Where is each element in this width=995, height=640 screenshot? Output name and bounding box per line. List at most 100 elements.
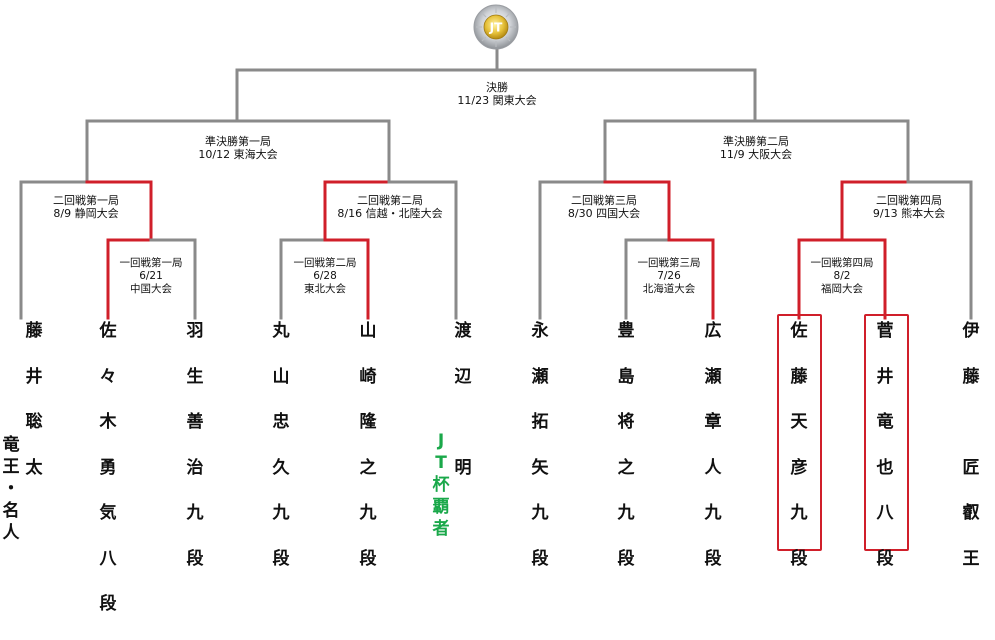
player-name-char: 矢: [531, 457, 549, 478]
player-name-char: 永: [531, 321, 549, 341]
r1-1-round: 一回戦第一局: [119, 257, 183, 269]
semi2-bracket-line: [603, 119, 910, 184]
player-name-char: 也: [876, 457, 894, 478]
r1-2-venue: 東北大会: [304, 283, 346, 295]
r2-4-round: 二回戦第四局: [875, 194, 942, 207]
highlight-box-sugai: [864, 314, 909, 551]
r2-1-label: 二回戦第一局 8/9 静岡大会: [53, 194, 119, 220]
player-name-char: 気: [99, 503, 117, 523]
player-name-char: 藤: [962, 366, 980, 387]
player-title: 竜王・名人: [3, 434, 20, 544]
player-name-char: 九: [617, 503, 635, 523]
title-char: 王: [2, 457, 20, 477]
r2-1-round: 二回戦第一局: [53, 194, 119, 207]
semi1-round: 準決勝第一局: [204, 135, 271, 148]
player-name-char: 段: [876, 548, 894, 569]
player-name-char: 九: [359, 503, 377, 523]
player-name-char: 山: [359, 321, 377, 341]
semi1-label: 準決勝第一局 10/12 東海大会: [198, 135, 278, 161]
title-char: T: [435, 453, 447, 473]
player-name-char: 木: [99, 412, 117, 432]
player-name-char: 段: [99, 594, 117, 614]
player-name-char: 段: [531, 548, 549, 569]
player-name-char: 久: [272, 457, 290, 478]
r2-4-right-line: [906, 180, 973, 320]
player-name-char: 之: [359, 457, 377, 478]
title-char: 杯: [432, 475, 450, 495]
title-char: 覇: [432, 497, 450, 517]
r1-1-left-line: [106, 238, 153, 320]
player-name-char: 善: [186, 412, 204, 432]
player-name-char: 匠: [962, 457, 980, 478]
r1-4-date: 8/2: [833, 270, 851, 282]
r2-1-right-line: [85, 180, 153, 242]
r2-4-label: 二回戦第四局 9/13 熊本大会: [872, 194, 946, 220]
player-name-char: 人: [704, 457, 722, 478]
r2-1-left-line: [19, 180, 89, 320]
player-name-char: 段: [359, 548, 377, 569]
r1-3-label: 一回戦第三局 7/26 北海道大会: [637, 257, 701, 296]
player-9: 広瀬章人九段: [698, 321, 728, 594]
r2-2-left-line: [323, 180, 391, 242]
player-name-char: 拓: [531, 412, 549, 432]
logo-text: JT: [489, 21, 503, 35]
r2-3-label: 二回戦第三局 8/30 四国大会: [567, 194, 641, 220]
player-name-char: 崎: [359, 366, 377, 387]
player-name-char: [448, 412, 478, 458]
r1-3-round: 一回戦第三局: [637, 257, 701, 269]
player-name-char: 佐: [99, 321, 117, 341]
title-char: ・: [2, 479, 20, 499]
r2-4-date: 9/13 熊本大会: [872, 207, 946, 220]
r2-2-date: 8/16 信越・北陸大会: [337, 207, 443, 220]
r1-3-date: 7/26: [657, 270, 681, 282]
player-name-char: 段: [272, 548, 290, 569]
title-char: 人: [2, 523, 20, 543]
player-6: 渡辺明: [448, 321, 478, 503]
player-name-char: 瀬: [704, 366, 722, 387]
r1-1-date: 6/21: [139, 270, 163, 282]
r2-2-round: 二回戦第二局: [356, 194, 423, 207]
r2-2-right-line: [387, 180, 458, 320]
player-name-char: 段: [704, 548, 722, 569]
player-name-char: 生: [186, 366, 204, 387]
r1-2-round: 一回戦第二局: [293, 257, 357, 269]
r2-3-left-line: [538, 180, 607, 320]
player-name-char: 王: [962, 548, 980, 569]
r2-1-date: 8/9 静岡大会: [53, 207, 119, 220]
player-name-char: 島: [617, 366, 635, 387]
player-name-char: 九: [704, 503, 722, 523]
r2-2-label: 二回戦第二局 8/16 信越・北陸大会: [337, 194, 443, 220]
player-name-char: 豊: [617, 321, 635, 341]
player-name-char: 八: [99, 548, 117, 569]
player-name-char: 九: [531, 503, 549, 523]
player-name-char: [956, 412, 986, 458]
player-name-char: 藤: [790, 366, 808, 387]
bracket-lines: [19, 46, 973, 320]
player-name-char: 広: [704, 321, 722, 341]
r1-4-right-line: [840, 238, 887, 320]
player-10: 佐藤天彦九段: [784, 321, 814, 594]
r2-3-right-line: [603, 180, 671, 242]
final-date: 11/23 関東大会: [457, 94, 537, 107]
player-name-char: 段: [186, 548, 204, 569]
r1-4-round: 一回戦第四局: [810, 257, 874, 269]
player-4: 丸山忠久九段: [266, 321, 296, 594]
player-8: 豊島将之九段: [611, 321, 641, 594]
player-name-char: 瀬: [531, 366, 549, 387]
player-5: 山崎隆之九段: [353, 321, 383, 594]
title-char: J: [437, 431, 445, 451]
r1-2-left-line: [279, 238, 327, 320]
jt-cup-logo: JT: [473, 4, 519, 50]
player-name-char: 明: [454, 457, 472, 478]
r1-4-label: 一回戦第四局 8/2 福岡大会: [810, 257, 874, 296]
player-11: 菅井竜也八段: [870, 321, 900, 594]
player-name-char: 藤: [25, 321, 43, 341]
player-name-char: 彦: [790, 457, 808, 478]
title-char: 者: [432, 519, 450, 539]
player-12: 伊藤匠叡王: [956, 321, 986, 594]
player-name-char: 叡: [962, 503, 980, 523]
player-name-char: 渡: [454, 321, 472, 341]
player-2: 佐々木勇気八段: [93, 321, 123, 640]
final-label: 決勝 11/23 関東大会: [457, 81, 537, 107]
player-name-char: 之: [617, 457, 635, 478]
